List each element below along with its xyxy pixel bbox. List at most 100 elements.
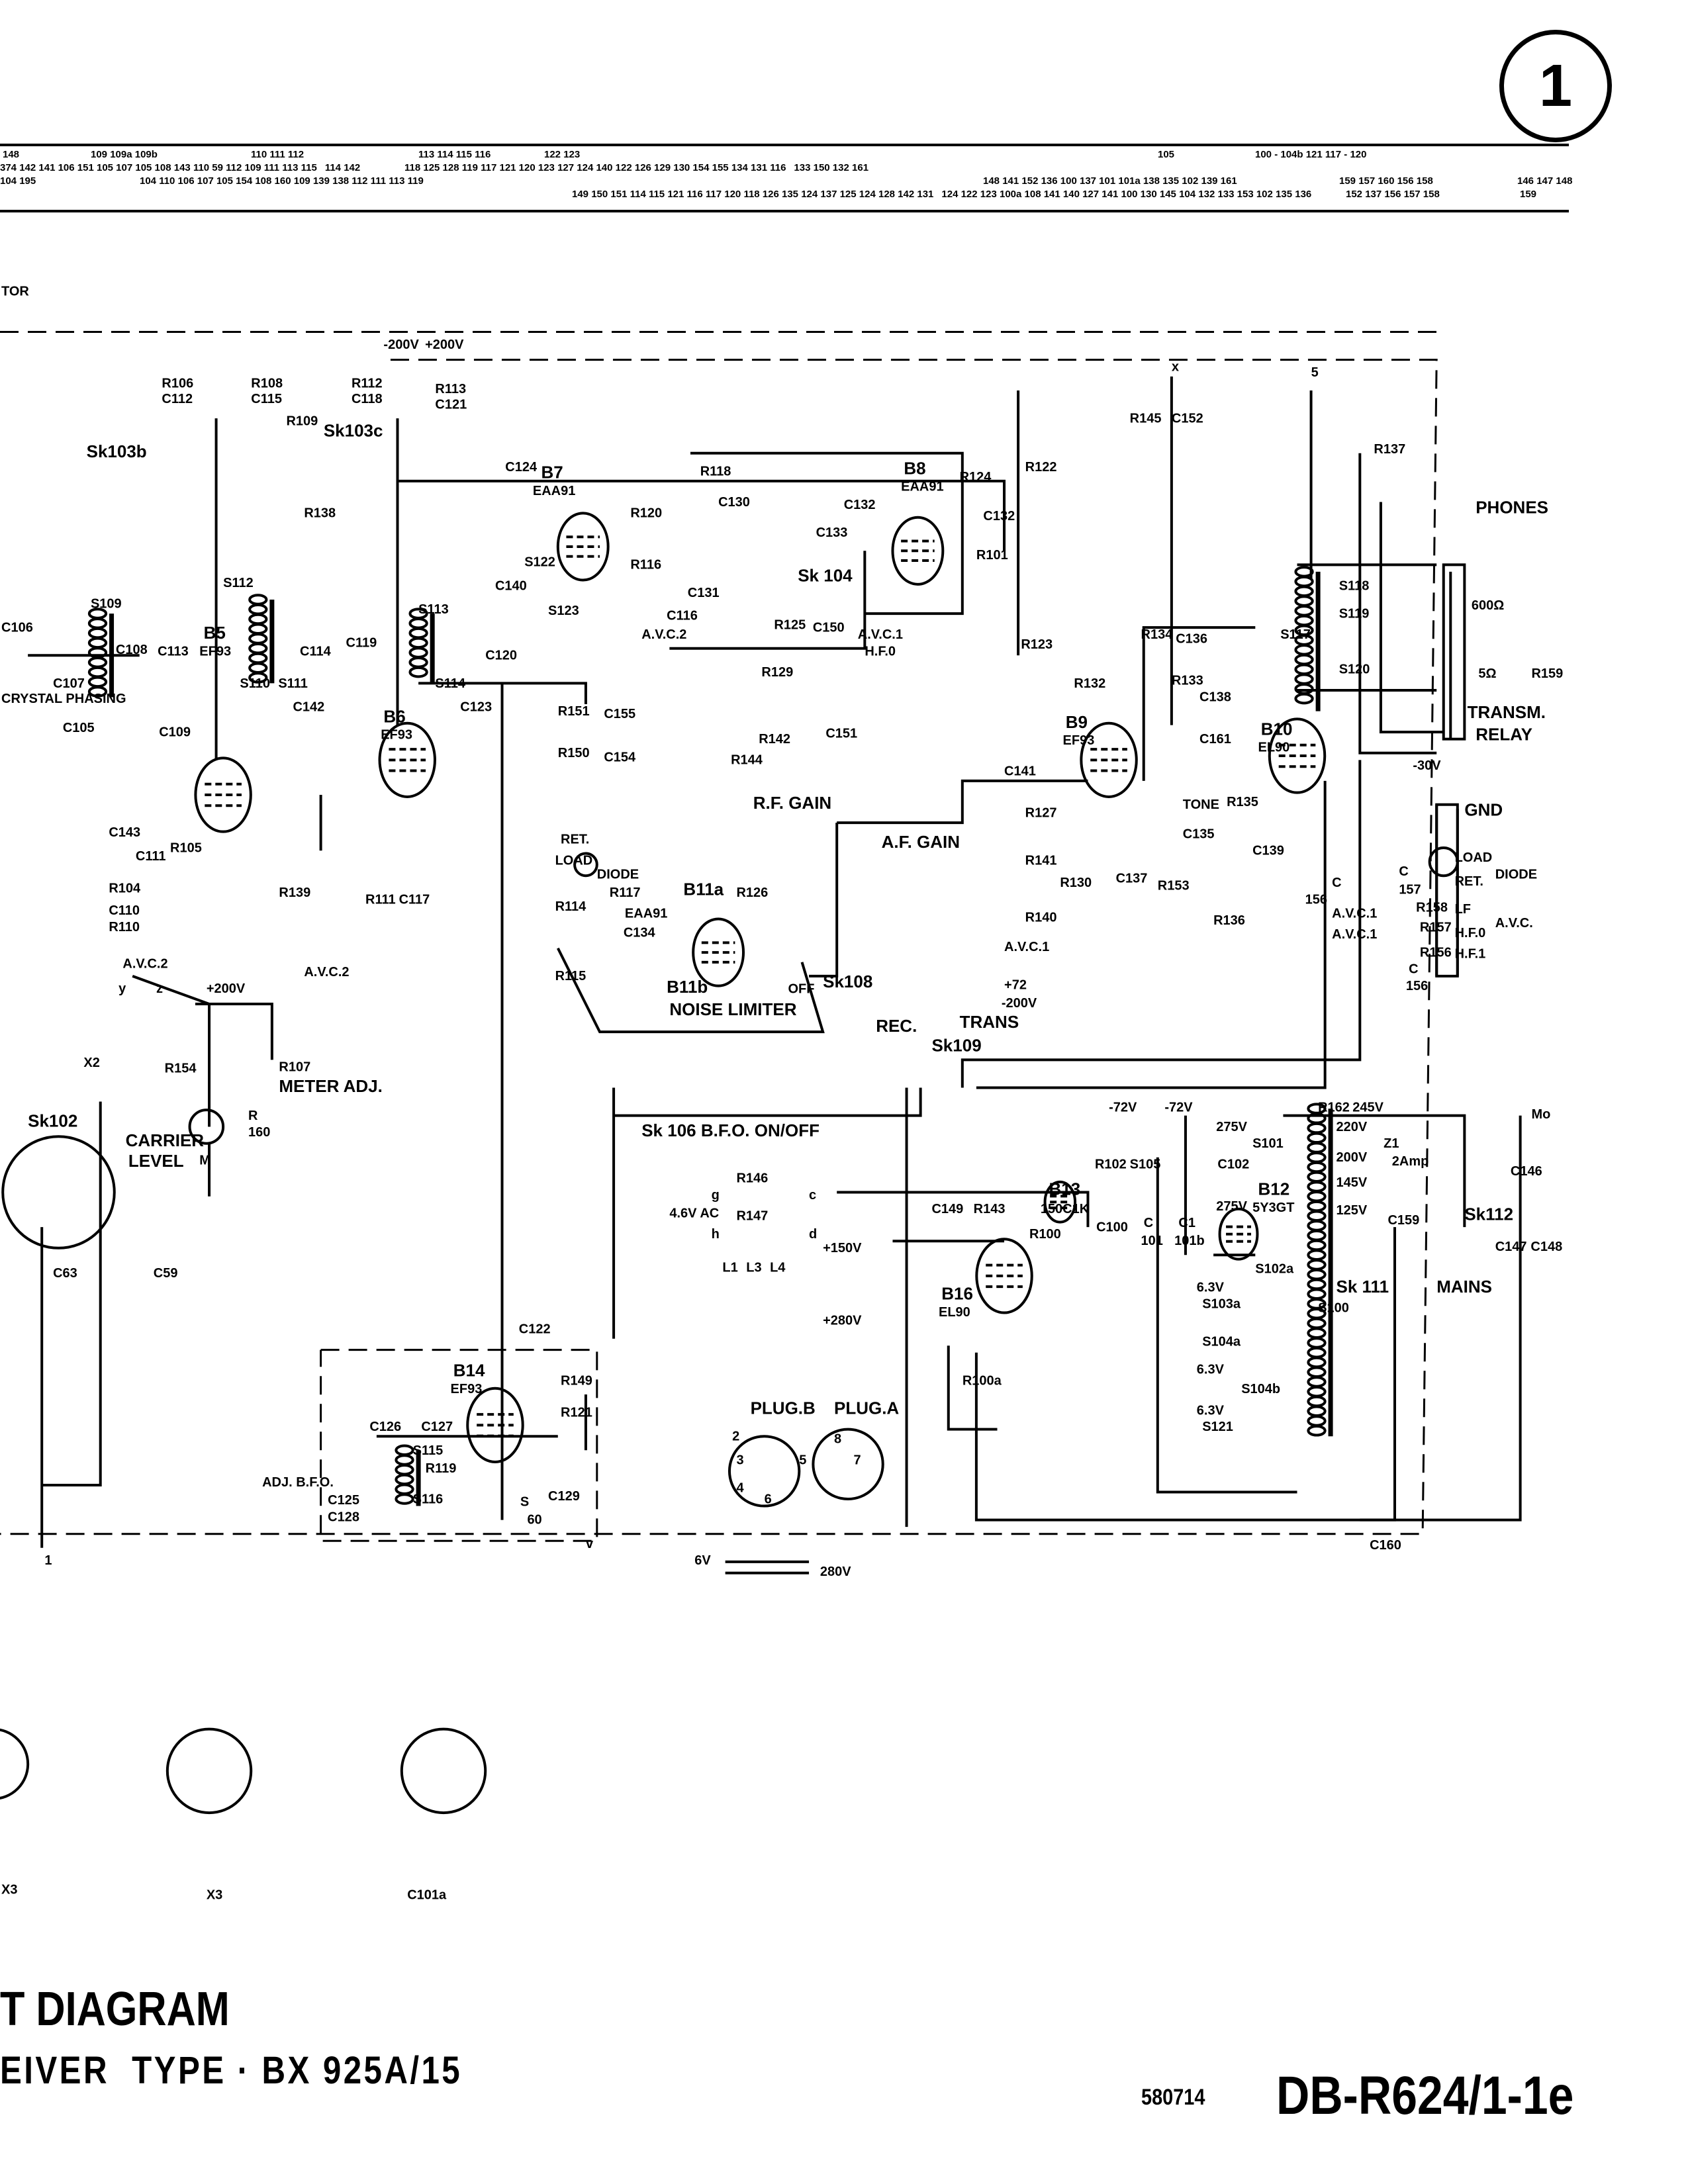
component-label: 6.3V	[1197, 1403, 1225, 1418]
component-label: OFF	[788, 982, 814, 997]
wire	[132, 975, 210, 1005]
diode-ret-icon	[573, 852, 598, 878]
component-label: R113	[435, 382, 466, 396]
component-label: R159	[1531, 666, 1563, 681]
component-label: R151	[558, 704, 590, 719]
wire	[1360, 1115, 1522, 1522]
coil-icon	[408, 657, 428, 668]
component-label: R142	[759, 732, 790, 747]
component-label: R147	[736, 1209, 768, 1224]
coil-icon	[395, 1454, 414, 1466]
coil-icon	[248, 662, 268, 674]
component-label: A.V.C.2	[122, 956, 167, 971]
component-label: TONE	[1183, 797, 1219, 812]
component-label: C101a	[407, 1888, 447, 1903]
coil-icon	[1307, 1220, 1327, 1232]
strip-reference-numbers: 148	[3, 149, 19, 160]
component-label: 157	[1399, 882, 1421, 897]
component-label: C143	[109, 825, 140, 840]
coil-icon	[1307, 1239, 1327, 1251]
component-label: A.V.C.	[1495, 916, 1533, 931]
component-label: 160	[248, 1125, 270, 1140]
coil-icon	[1307, 1376, 1327, 1388]
coil-icon	[1307, 1249, 1327, 1261]
vacuum-tube-b12	[1218, 1207, 1259, 1261]
component-label: S113	[418, 602, 449, 617]
component-label: R105	[170, 841, 202, 855]
component-label: LF	[1455, 902, 1471, 917]
component-label: R122	[1025, 460, 1057, 475]
coil-icon	[1294, 673, 1314, 685]
component-label: M	[199, 1153, 211, 1167]
component-label: S102a	[1255, 1262, 1294, 1277]
strip-reference-numbers: 159	[1520, 189, 1536, 200]
wire	[961, 760, 1362, 1088]
component-label: DIODE	[597, 867, 639, 882]
component-label: C142	[293, 700, 324, 715]
component-label: C117	[399, 892, 430, 907]
component-label: C129	[548, 1489, 580, 1504]
component-label: R.F. GAIN	[753, 793, 831, 813]
component-label: C126	[369, 1420, 401, 1434]
wire	[947, 1345, 998, 1431]
boundary-line	[0, 359, 1438, 1535]
component-label: R118	[700, 464, 731, 478]
component-label: R126	[736, 886, 768, 900]
component-label: C148	[1530, 1240, 1562, 1254]
coil-icon	[1307, 1347, 1327, 1359]
coil-icon	[87, 686, 108, 698]
component-label: R106	[162, 377, 193, 391]
coil-icon	[87, 637, 108, 649]
component-label: C133	[816, 525, 848, 540]
coil-icon	[408, 617, 428, 629]
component-label: C	[1144, 1216, 1153, 1230]
socket-x3-icon	[165, 1727, 253, 1815]
strip-reference-numbers: 374 142 141 106 151 105 107 105 108 143 …	[0, 162, 317, 173]
component-label: C147	[1495, 1240, 1527, 1254]
component-label: S105	[1130, 1158, 1161, 1172]
strip-reference-numbers: 110 111 112	[251, 149, 304, 160]
component-label: 220V	[1336, 1120, 1368, 1134]
wire	[974, 1227, 1396, 1522]
coil-icon	[1307, 1269, 1327, 1281]
component-label: EF93	[1063, 733, 1095, 748]
strip-reference-numbers: 122 123	[544, 149, 580, 160]
coil-icon	[248, 643, 268, 655]
component-label: A.V.C.1	[1332, 927, 1377, 942]
vacuum-tube-b9	[1080, 721, 1138, 798]
component-label: EF93	[451, 1382, 483, 1396]
strip-reference-numbers: 159 157 160 156 158	[1339, 175, 1433, 187]
component-label: 5	[1311, 365, 1319, 380]
coil-icon	[1307, 1200, 1327, 1212]
component-label: C	[1399, 864, 1408, 879]
strip-reference-numbers: 152 137 156 157 158	[1346, 189, 1440, 200]
component-label: R129	[761, 665, 793, 680]
component-label: R133	[1172, 674, 1203, 688]
component-label: REC.	[876, 1016, 917, 1036]
component-label: C	[1332, 876, 1341, 890]
component-label: S103a	[1202, 1297, 1241, 1311]
component-label: C151	[825, 727, 857, 741]
coil-icon	[87, 657, 108, 668]
component-label: Sk109	[931, 1036, 981, 1056]
coil-icon	[1307, 1337, 1327, 1349]
wire	[418, 682, 587, 705]
coil-icon	[1294, 614, 1314, 627]
component-label: 150C1K	[1041, 1202, 1090, 1216]
component-label: EL90	[939, 1305, 970, 1320]
strip-reference-numbers: 118 125 128 119 117 121 120 123 127 124 …	[404, 162, 786, 173]
component-label: B11a	[683, 880, 724, 899]
terminal-block	[1435, 803, 1459, 978]
component-label: C63	[53, 1266, 77, 1281]
component-label: 1	[44, 1553, 52, 1568]
reference-strip: 374 142 141 106 151 105 107 105 108 143 …	[0, 149, 1572, 200]
component-label: Sk103b	[87, 441, 147, 461]
component-label: LOAD	[555, 853, 593, 868]
vacuum-tube-b7	[556, 512, 610, 582]
component-label: METER ADJ.	[279, 1076, 383, 1096]
component-label: C152	[1172, 411, 1203, 426]
coil-icon	[1294, 663, 1314, 676]
component-label: C128	[328, 1510, 359, 1524]
coil-icon	[1294, 605, 1314, 617]
component-label: R123	[1021, 637, 1053, 652]
